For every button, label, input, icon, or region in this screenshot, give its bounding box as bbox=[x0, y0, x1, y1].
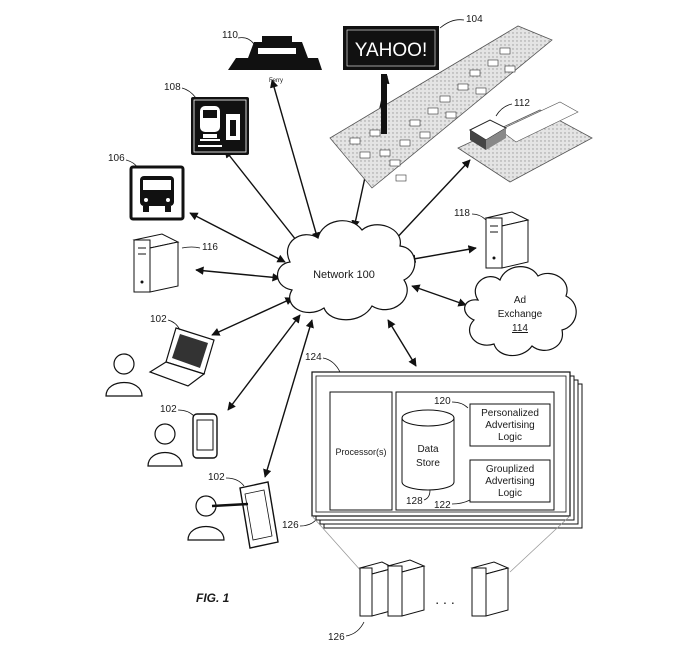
personalized-line1: Personalized bbox=[481, 408, 539, 419]
arrow-server-left bbox=[195, 266, 281, 282]
server-right-icon: 118 bbox=[454, 208, 530, 269]
farm-server-3-icon bbox=[470, 561, 510, 617]
highway-facility-icon: 112 bbox=[457, 98, 593, 183]
data-store-ref: 128 bbox=[406, 496, 423, 507]
server-farm-ref: 126 bbox=[328, 632, 345, 643]
arrow-train bbox=[224, 149, 301, 246]
arrow-tablet bbox=[263, 319, 314, 478]
arrow-bus bbox=[189, 212, 286, 263]
server-left-ref: 116 bbox=[202, 242, 218, 253]
arrow-system bbox=[387, 319, 417, 367]
data-store-line2: Store bbox=[416, 458, 440, 469]
billboard-ref: 104 bbox=[466, 14, 483, 25]
farm-server-2-icon bbox=[386, 559, 426, 617]
ferry-icon: Ferry 110 bbox=[222, 30, 322, 84]
ferry-ref: 110 bbox=[222, 30, 238, 41]
ad-exchange-cloud: Ad Exchange 114 bbox=[464, 266, 577, 357]
train-sign-ref: 108 bbox=[164, 82, 181, 93]
arrow-ad-exchange bbox=[411, 284, 467, 307]
processor-box bbox=[329, 391, 393, 511]
arrow-laptop bbox=[211, 297, 294, 336]
server-right-ref: 118 bbox=[454, 208, 470, 219]
vehicles bbox=[349, 47, 516, 182]
server-farm-ellipsis: . . . bbox=[435, 591, 454, 607]
user-laptop-ref: 102 bbox=[150, 314, 167, 325]
server-left-icon: 116 bbox=[132, 233, 218, 293]
billboard-pole bbox=[381, 74, 387, 134]
ferry-caption: Ferry bbox=[269, 78, 283, 84]
server-farm: . . . 126 bbox=[311, 515, 571, 643]
groupized-logic-box: Grouplized Advertising Logic 122 bbox=[434, 459, 551, 511]
highway-road bbox=[329, 25, 553, 189]
user-laptop-group: 102 bbox=[105, 314, 215, 397]
groupized-line2: Advertising bbox=[485, 476, 534, 487]
network-cloud: Network 100 bbox=[276, 220, 416, 321]
data-store-line1: Data bbox=[417, 444, 439, 455]
billboard-brand: YAHOO! bbox=[355, 40, 428, 61]
user-phone-ref: 102 bbox=[160, 404, 177, 415]
data-store-cylinder: Data Store 128 bbox=[401, 409, 455, 507]
groupized-line1: Grouplized bbox=[486, 464, 534, 475]
figure-label: FIG. 1 bbox=[196, 591, 230, 605]
user-phone-group: 102 bbox=[147, 404, 218, 467]
groupized-line3: Logic bbox=[498, 488, 522, 499]
train-sign-icon: 108 bbox=[164, 82, 249, 155]
billboard-highway-group: YAHOO! 104 bbox=[329, 14, 553, 189]
arrow-server-right bbox=[407, 245, 477, 263]
bus-sign-icon: 106 bbox=[108, 153, 185, 221]
ad-exchange-line1: Ad bbox=[514, 295, 526, 306]
user-tablet-ref: 102 bbox=[208, 472, 225, 483]
arrow-highway bbox=[391, 159, 471, 244]
user-tablet-group: 102 bbox=[187, 472, 279, 549]
processor-label: Processor(s) bbox=[335, 447, 386, 457]
system-stack-ref: 126 bbox=[282, 520, 299, 531]
ad-exchange-ref: 114 bbox=[512, 323, 528, 334]
personalized-logic-box: Personalized Advertising Logic 120 bbox=[434, 396, 551, 447]
arrow-ferry bbox=[270, 79, 320, 241]
groupized-ref: 122 bbox=[434, 500, 451, 511]
network-label: Network 100 bbox=[313, 269, 375, 281]
personalized-ref: 120 bbox=[434, 396, 451, 407]
advertising-system: 124 Processor(s) Data Store 128 Personal… bbox=[282, 352, 583, 531]
bus-sign-ref: 106 bbox=[108, 153, 125, 164]
highway-facility-ref: 112 bbox=[514, 98, 530, 109]
personalized-line2: Advertising bbox=[485, 420, 534, 431]
ad-exchange-line2: Exchange bbox=[498, 309, 543, 320]
personalized-line3: Logic bbox=[498, 432, 522, 443]
system-ref: 124 bbox=[305, 352, 322, 363]
